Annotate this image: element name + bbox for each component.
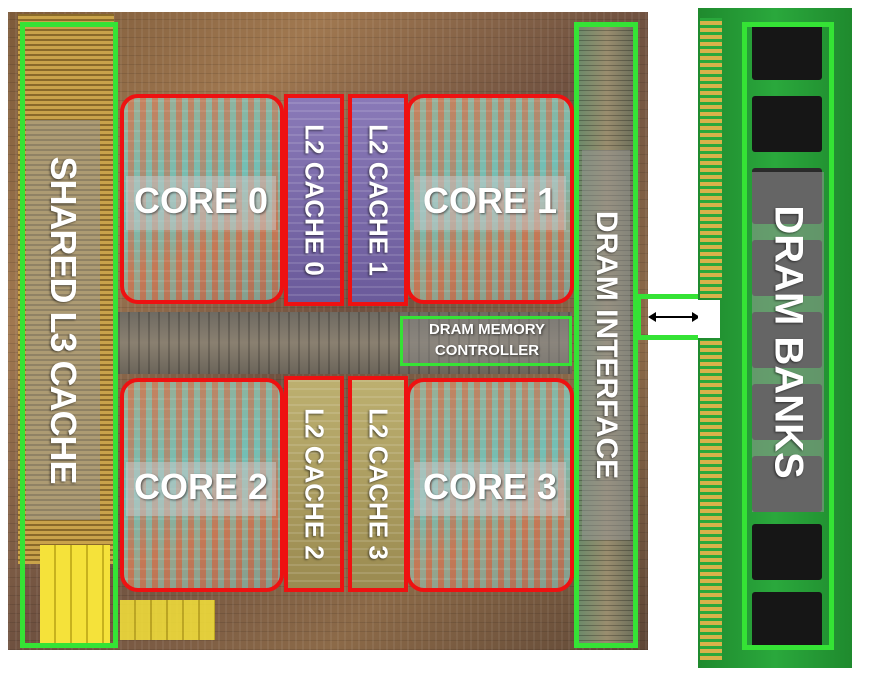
core2-label-panel (126, 462, 276, 516)
dram-chip (752, 592, 822, 648)
core2-label: CORE 2 (133, 466, 269, 507)
core2-outline (120, 378, 284, 592)
l2-cache0-outline: L2 CACHE 0 (284, 94, 344, 306)
dram-memory-controller-label-line1: DRAM MEMORY (428, 321, 546, 338)
dram-banks-label: DRAM BANKS (766, 205, 811, 479)
dram-banks-outline (742, 22, 834, 650)
core3-outline (406, 378, 574, 592)
core0-label: CORE 0 (133, 180, 269, 221)
core1-label: CORE 1 (422, 180, 558, 221)
l2-cache3-texture (350, 378, 406, 590)
dram-notch (698, 300, 720, 338)
core3-label-panel (414, 462, 566, 516)
shared-l3-cache-label: SHARED L3 CACHE (43, 156, 84, 484)
l2-cache2-label: L2 CACHE 2 (299, 408, 330, 560)
double-headed-arrow-icon (648, 312, 700, 322)
dram-pins-bottom (700, 340, 722, 660)
dram-chip (752, 96, 822, 152)
dram-pins-top (700, 18, 722, 298)
shared-l3-cache-label-panel: SHARED L3 CACHE (26, 120, 100, 520)
core0-outline (120, 94, 284, 304)
core0-label-panel (126, 176, 276, 230)
dram-banks-label-panel: DRAM BANKS (752, 172, 824, 512)
core1-outline (406, 94, 574, 304)
dram-chip (752, 524, 822, 580)
dram-memory-controller-outline (400, 316, 572, 366)
l2-cache2-texture (286, 378, 342, 590)
l2-cache3-label: L2 CACHE 3 (363, 408, 394, 560)
die-yellow-block (120, 600, 215, 640)
l2-cache2-outline: L2 CACHE 2 (284, 376, 344, 592)
dram-chip (752, 24, 822, 80)
l2-cache1-label: L2 CACHE 1 (363, 124, 394, 276)
l3-cache-yellow-block (40, 545, 110, 645)
l2-cache0-label: L2 CACHE 0 (299, 124, 330, 276)
l2-cache1-texture (350, 96, 406, 304)
l2-cache1-outline: L2 CACHE 1 (348, 94, 408, 306)
dram-interface-label: DRAM INTERFACE (590, 210, 623, 480)
dram-interface-label-panel: DRAM INTERFACE (582, 150, 630, 540)
l2-cache3-outline: L2 CACHE 3 (348, 376, 408, 592)
core3-label: CORE 3 (422, 466, 558, 507)
shared-l3-cache-outline (20, 22, 118, 648)
l2-cache0-texture (286, 96, 342, 304)
core1-label-panel (414, 176, 566, 230)
dram-memory-controller-label-line2: CONTROLLER (434, 342, 540, 359)
dram-interface-outline (574, 22, 638, 648)
